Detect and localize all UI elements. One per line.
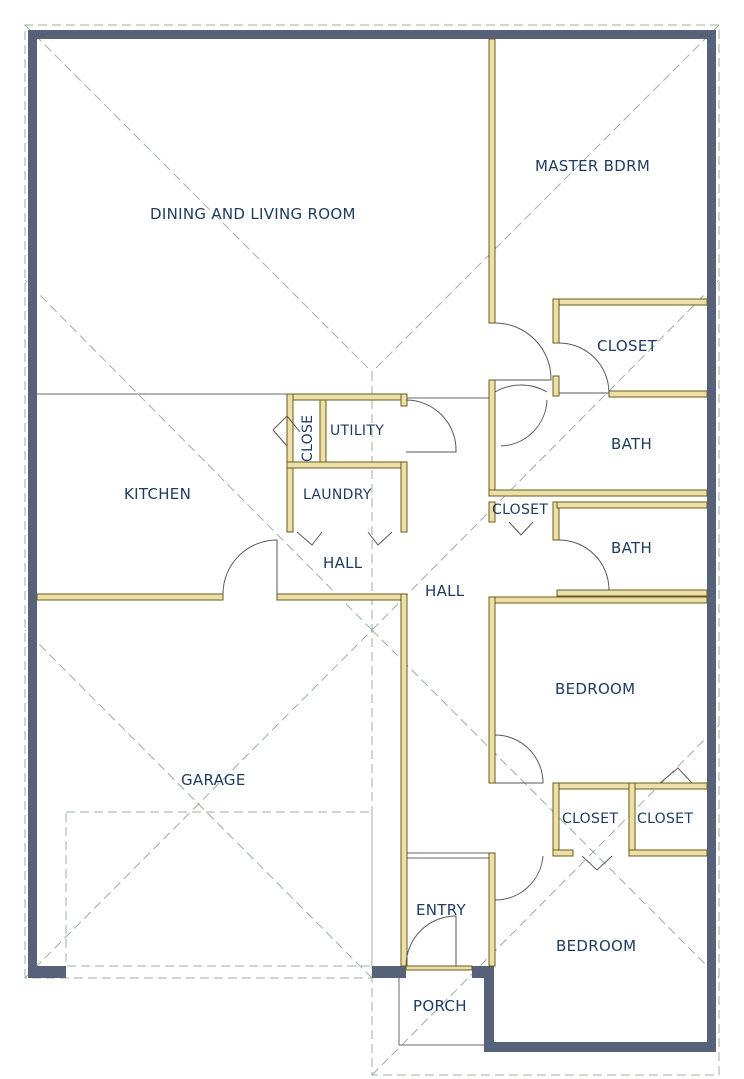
label-dining-living: DINING AND LIVING ROOM [150, 205, 356, 223]
label-hall-main: HALL [425, 582, 465, 600]
label-laundry: LAUNDRY [303, 487, 372, 503]
label-close-vertical: CLOSE [300, 415, 316, 462]
label-hall-small: HALL [323, 554, 363, 572]
label-bedroom-2: BEDROOM [556, 937, 636, 955]
label-closet-b: CLOSET [637, 811, 693, 827]
garage-door-outline [65, 811, 373, 967]
label-kitchen: KITCHEN [124, 485, 191, 503]
label-closet-a: CLOSET [562, 811, 618, 827]
label-bath-hall: BATH [611, 539, 652, 557]
label-bath-master: BATH [611, 435, 652, 453]
partition-lines [37, 393, 489, 1046]
interior-walls [36, 38, 708, 971]
label-master-bdrm: MASTER BDRM [535, 157, 650, 175]
label-utility: UTILITY [330, 423, 384, 439]
label-entry: ENTRY [416, 901, 467, 919]
label-closet-master: CLOSET [597, 337, 658, 355]
exterior-walls [28, 30, 716, 1052]
label-closet-hall: CLOSET [492, 502, 548, 518]
door-swings [222, 322, 693, 967]
label-garage: GARAGE [181, 771, 246, 789]
label-bedroom-1: BEDROOM [555, 680, 635, 698]
label-porch: PORCH [413, 997, 467, 1015]
